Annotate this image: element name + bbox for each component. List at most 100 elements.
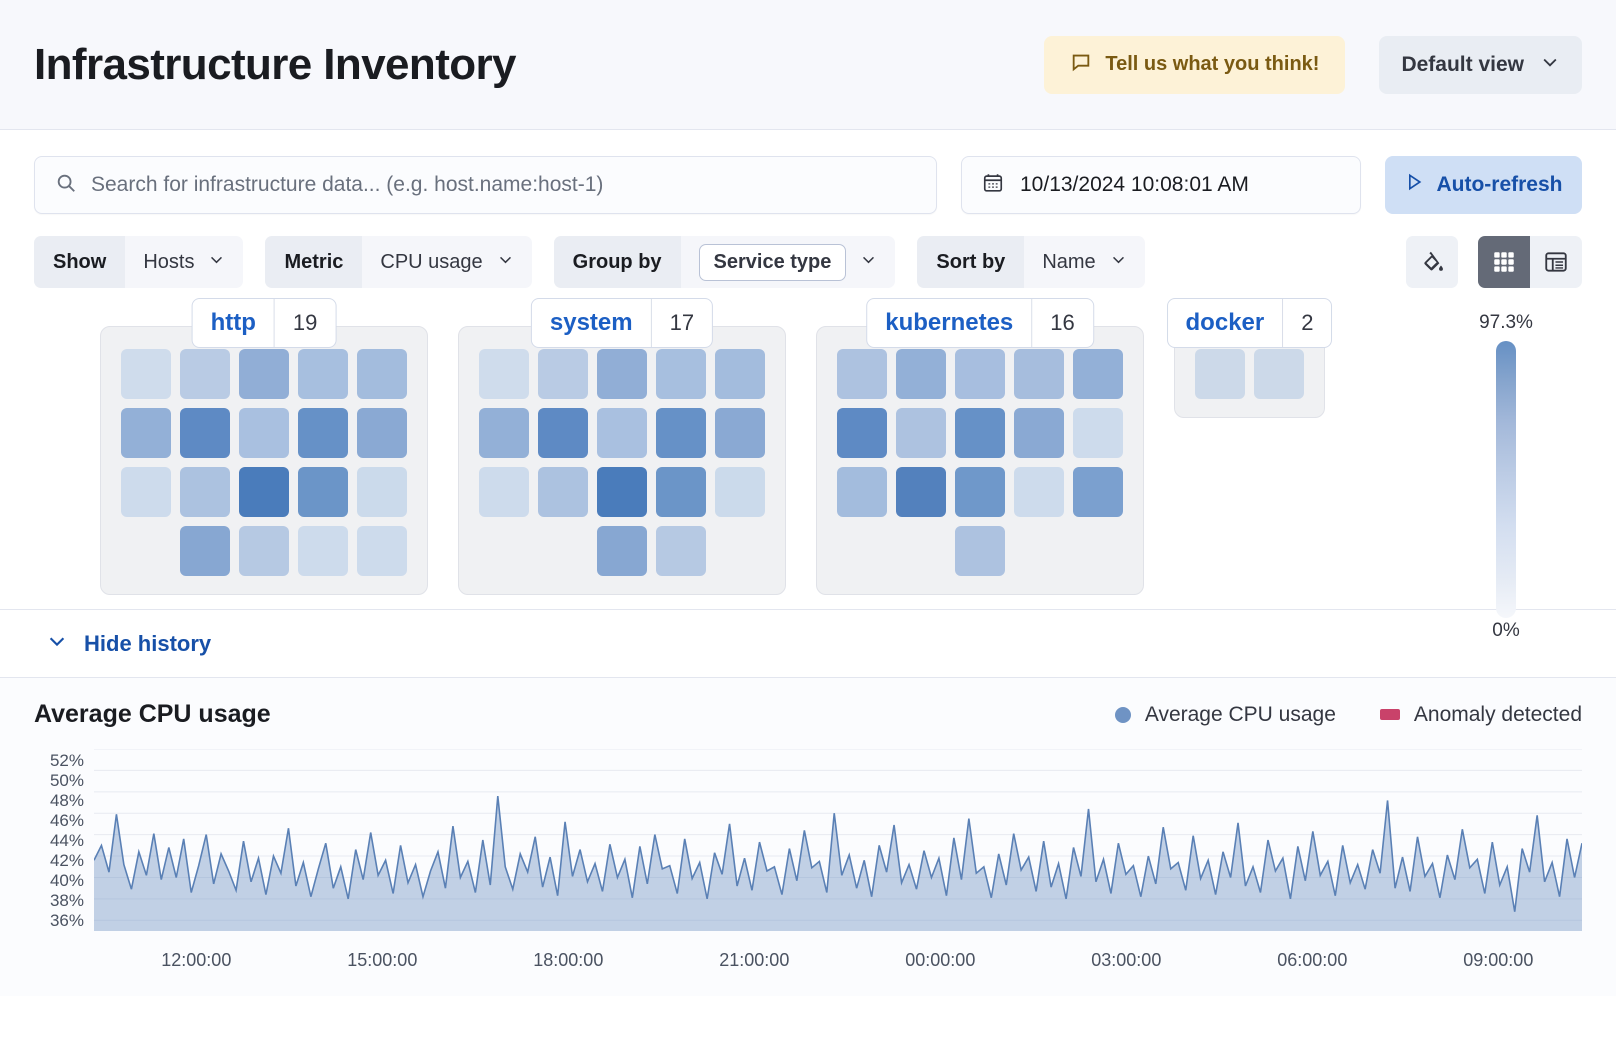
- waffle-cell[interactable]: [896, 408, 946, 458]
- y-tick-label: 48%: [49, 791, 84, 810]
- waffle-cell[interactable]: [239, 349, 289, 399]
- waffle-cell[interactable]: [715, 349, 765, 399]
- filter-show: Show Hosts: [34, 236, 244, 288]
- waffle-cell[interactable]: [180, 526, 230, 576]
- group-name-link[interactable]: http: [210, 309, 256, 336]
- view-toggle: [1478, 236, 1582, 288]
- waffle-cell[interactable]: [597, 408, 647, 458]
- y-tick-label: 42%: [49, 851, 84, 870]
- table-view-icon[interactable]: [1530, 236, 1582, 288]
- waffle-cell[interactable]: [837, 408, 887, 458]
- filter-sort-by-select[interactable]: Name: [1024, 236, 1145, 288]
- filter-metric-select[interactable]: CPU usage: [362, 236, 532, 288]
- search-icon: [55, 172, 77, 199]
- group-name-link[interactable]: kubernetes: [885, 309, 1014, 336]
- waffle-cell[interactable]: [656, 526, 706, 576]
- waffle-cell[interactable]: [955, 467, 1005, 517]
- x-tick-label: 09:00:00: [1463, 950, 1534, 970]
- legend-item-average-cpu-usage[interactable]: Average CPU usage: [1114, 702, 1336, 727]
- legend-item-anomaly-detected[interactable]: Anomaly detected: [1379, 703, 1582, 727]
- waffle-cell[interactable]: [180, 349, 230, 399]
- group-box: [458, 326, 786, 595]
- waffle-cell[interactable]: [1073, 467, 1123, 517]
- waffle-cell[interactable]: [538, 467, 588, 517]
- waffle-cell[interactable]: [298, 408, 348, 458]
- waffle-cell[interactable]: [538, 408, 588, 458]
- chart-plot-area[interactable]: [94, 748, 1582, 936]
- waffle-cell[interactable]: [955, 349, 1005, 399]
- waffle-cell[interactable]: [1195, 349, 1245, 399]
- search-input[interactable]: [91, 173, 916, 197]
- waffle-cell[interactable]: [479, 467, 529, 517]
- waffle-cell[interactable]: [479, 408, 529, 458]
- waffle-cell[interactable]: [121, 467, 171, 517]
- chart-title: Average CPU usage: [34, 700, 271, 728]
- group-name-link[interactable]: system: [549, 309, 633, 336]
- waffle-cell[interactable]: [121, 349, 171, 399]
- waffle-cell[interactable]: [357, 526, 407, 576]
- waffle-cell[interactable]: [298, 467, 348, 517]
- view-toolbar: [1406, 236, 1582, 288]
- waffle-cell[interactable]: [180, 408, 230, 458]
- grid-view-icon[interactable]: [1478, 236, 1530, 288]
- waffle-cell[interactable]: [656, 467, 706, 517]
- waffle-cell[interactable]: [357, 408, 407, 458]
- waffle-cell[interactable]: [715, 467, 765, 517]
- waffle-cell[interactable]: [1254, 349, 1304, 399]
- waffle-cell[interactable]: [479, 349, 529, 399]
- auto-refresh-button[interactable]: Auto-refresh: [1385, 156, 1582, 214]
- waffle-cell[interactable]: [896, 467, 946, 517]
- waffle-cell[interactable]: [837, 349, 887, 399]
- default-view-label: Default view: [1401, 52, 1524, 76]
- waffle-cell[interactable]: [180, 467, 230, 517]
- hide-history-toggle[interactable]: Hide history: [46, 630, 211, 658]
- waffle-grid: [1195, 349, 1304, 399]
- chart-legend: Average CPU usage Anomaly detected: [1114, 702, 1582, 727]
- waffle-cell[interactable]: [597, 526, 647, 576]
- waffle-cell[interactable]: [715, 408, 765, 458]
- filter-show-label: Show: [34, 236, 126, 288]
- waffle-cell[interactable]: [955, 526, 1005, 576]
- default-view-button[interactable]: Default view: [1379, 35, 1582, 94]
- waffle-cell[interactable]: [357, 467, 407, 517]
- group-name-link[interactable]: docker: [1185, 309, 1265, 336]
- filter-show-select[interactable]: Hosts: [125, 236, 244, 288]
- feedback-button[interactable]: Tell us what you think!: [1044, 35, 1346, 94]
- waffle-cell[interactable]: [896, 349, 946, 399]
- filter-group-by-select[interactable]: Service type: [680, 236, 896, 288]
- waffle-cell[interactable]: [357, 349, 407, 399]
- waffle-cell[interactable]: [538, 349, 588, 399]
- waffle-cell[interactable]: [1014, 408, 1064, 458]
- waffle-cell[interactable]: [597, 349, 647, 399]
- auto-refresh-label: Auto-refresh: [1436, 173, 1563, 196]
- color-fill-icon[interactable]: [1406, 236, 1458, 288]
- waffle-cell[interactable]: [1073, 349, 1123, 399]
- waffle-cell[interactable]: [1014, 467, 1064, 517]
- waffle-cell[interactable]: [597, 467, 647, 517]
- search-box[interactable]: [34, 156, 937, 214]
- waffle-cell[interactable]: [239, 467, 289, 517]
- legend-label: Average CPU usage: [1144, 702, 1336, 726]
- waffle-cell[interactable]: [1014, 349, 1064, 399]
- waffle-cell[interactable]: [837, 467, 887, 517]
- datepicker[interactable]: 10/13/2024 10:08:01 AM: [961, 156, 1361, 214]
- waffle-cell[interactable]: [1073, 408, 1123, 458]
- waffle-grid: [121, 349, 407, 576]
- history-chart-section: Average CPU usage Average CPU usage Anom…: [0, 678, 1616, 996]
- waffle-cell[interactable]: [298, 349, 348, 399]
- filter-sort-by-value: Name: [1042, 250, 1096, 273]
- waffle-cell[interactable]: [239, 408, 289, 458]
- x-tick-label: 00:00:00: [905, 950, 976, 970]
- waffle-cell[interactable]: [121, 408, 171, 458]
- chevron-down-icon: [46, 630, 68, 658]
- waffle-cell[interactable]: [239, 526, 289, 576]
- waffle-cell[interactable]: [656, 408, 706, 458]
- waffle-cell[interactable]: [955, 408, 1005, 458]
- waffle-cell[interactable]: [298, 526, 348, 576]
- waffle-cell[interactable]: [656, 349, 706, 399]
